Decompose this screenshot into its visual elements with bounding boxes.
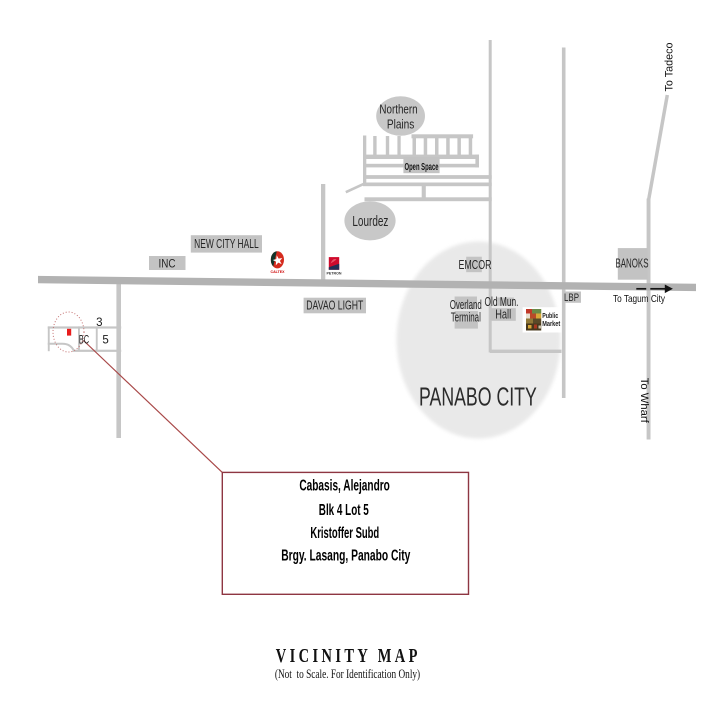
svg-text:Open Space: Open Space bbox=[405, 162, 439, 173]
svg-text:5: 5 bbox=[102, 335, 108, 347]
svg-text:Lourdez: Lourdez bbox=[352, 213, 388, 230]
svg-text:To Wharf: To Wharf bbox=[638, 378, 650, 424]
svg-text:Cabasis, Alejandro: Cabasis, Alejandro bbox=[299, 478, 390, 495]
svg-text:Northern: Northern bbox=[379, 103, 417, 117]
svg-text:(Not to Scale. For Identifica: (Not to Scale. For Identification Only) bbox=[275, 666, 420, 681]
svg-text:Old Mun.: Old Mun. bbox=[485, 294, 519, 309]
svg-text:Public: Public bbox=[542, 311, 558, 320]
svg-text:VICINITY MAP: VICINITY MAP bbox=[276, 645, 421, 667]
svg-text:PETRON: PETRON bbox=[327, 272, 342, 276]
svg-text:PANABO CITY: PANABO CITY bbox=[419, 384, 537, 412]
svg-text:3: 3 bbox=[96, 317, 102, 329]
svg-text:DAVAO LIGHT: DAVAO LIGHT bbox=[306, 298, 363, 312]
svg-text:CALTEX: CALTEX bbox=[271, 270, 285, 274]
svg-text:To Tagum City: To Tagum City bbox=[613, 293, 666, 305]
svg-text:NEW CITY HALL: NEW CITY HALL bbox=[194, 236, 259, 251]
svg-text:Plains: Plains bbox=[387, 118, 415, 132]
svg-text:EMCOR: EMCOR bbox=[459, 257, 492, 272]
svg-text:LBP: LBP bbox=[564, 292, 579, 304]
svg-text:Market: Market bbox=[542, 319, 560, 328]
svg-text:Kristoffer Subd: Kristoffer Subd bbox=[310, 525, 379, 542]
svg-text:BANOKS: BANOKS bbox=[616, 257, 649, 271]
svg-text:Terminal: Terminal bbox=[451, 311, 481, 325]
svg-text:To Tadeco: To Tadeco bbox=[663, 43, 675, 92]
svg-text:BC: BC bbox=[79, 334, 89, 346]
svg-text:Blk 4 Lot 5: Blk 4 Lot 5 bbox=[319, 502, 369, 519]
svg-text:Overland: Overland bbox=[450, 298, 482, 312]
svg-text:Brgy. Lasang, Panabo City: Brgy. Lasang, Panabo City bbox=[281, 547, 410, 564]
svg-text:INC: INC bbox=[159, 256, 176, 270]
svg-text:Hall: Hall bbox=[495, 308, 511, 322]
